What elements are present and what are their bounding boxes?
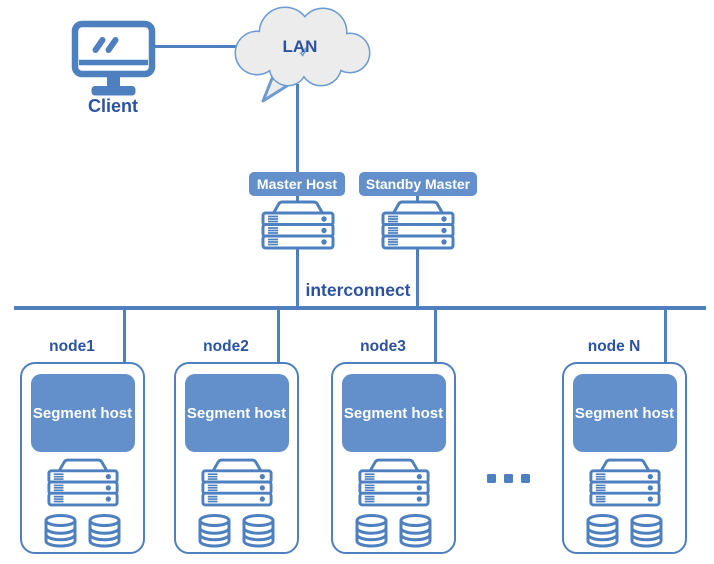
database-group xyxy=(584,514,665,548)
bus-nodeN-connector xyxy=(664,306,667,364)
client-monitor-icon xyxy=(71,20,156,96)
database-icon xyxy=(628,514,665,548)
standby-bus-connector xyxy=(416,196,419,306)
database-icon xyxy=(240,514,277,548)
interconnect-label: interconnect xyxy=(305,280,411,300)
interconnect-bus xyxy=(14,306,706,310)
lan-cloud-icon xyxy=(234,6,371,103)
node1-container: Segment host xyxy=(20,362,145,554)
database-icon xyxy=(584,514,621,548)
standby-server-icon xyxy=(379,200,457,250)
segment-host-box: Segment host xyxy=(184,374,289,452)
segment-server-icon xyxy=(587,458,663,507)
segment-server-icon xyxy=(45,458,121,507)
database-icon xyxy=(353,514,390,548)
lan-label: LAN xyxy=(282,37,318,56)
database-icon xyxy=(86,514,123,548)
master-server-icon xyxy=(259,200,337,250)
bus-node3-connector xyxy=(434,306,437,364)
nodeN-label: node N xyxy=(587,338,641,355)
node3-container: Segment host xyxy=(331,362,456,554)
segment-host-box: Segment host xyxy=(341,374,446,452)
database-group xyxy=(42,514,123,548)
ellipsis-dot xyxy=(521,474,530,483)
client-lan-connector xyxy=(152,45,237,48)
node1-label: node1 xyxy=(49,338,95,355)
master-host-tag: Master Host xyxy=(249,172,345,196)
ellipsis-dots-icon xyxy=(487,474,530,483)
database-icon xyxy=(397,514,434,548)
ellipsis-dot xyxy=(487,474,496,483)
segment-host-box: Segment host xyxy=(572,374,677,452)
segment-host-box: Segment host xyxy=(30,374,135,452)
ellipsis-dot xyxy=(504,474,513,483)
nodeN-container: Segment host xyxy=(562,362,687,554)
database-icon xyxy=(42,514,79,548)
database-group xyxy=(196,514,277,548)
bus-node1-connector xyxy=(123,306,126,364)
segment-server-icon xyxy=(199,458,275,507)
standby-master-tag: Standby Master xyxy=(359,172,477,196)
segment-server-icon xyxy=(356,458,432,507)
database-icon xyxy=(196,514,233,548)
database-group xyxy=(353,514,434,548)
client-label: Client xyxy=(87,96,138,116)
node3-label: node3 xyxy=(360,338,406,355)
bus-node2-connector xyxy=(277,306,280,364)
node2-label: node2 xyxy=(203,338,249,355)
node2-container: Segment host xyxy=(174,362,299,554)
